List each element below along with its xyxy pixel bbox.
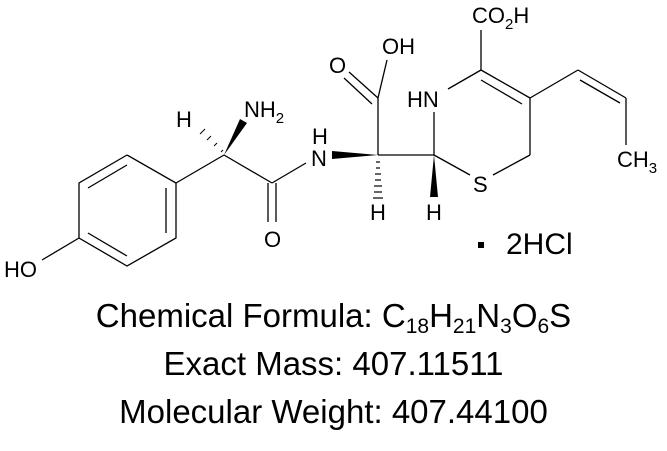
salt-text: 2HCl xyxy=(506,228,573,261)
formula-count: 3 xyxy=(500,315,512,338)
wedge-bond-n-calpha xyxy=(332,151,378,159)
bond-c5-c4-1 xyxy=(480,69,531,99)
bond-c1-amide xyxy=(223,154,273,184)
exact-mass-value: 407.11511 xyxy=(352,345,504,382)
molecular-weight: Molecular Weight: 407.44100 xyxy=(0,392,667,432)
atom-h-alpha2: H xyxy=(370,200,386,225)
bond-acid-o-2 xyxy=(343,77,373,105)
bond-s-ch2 xyxy=(492,154,531,176)
formula-el: S xyxy=(549,297,572,334)
atom-acid-oh: OH xyxy=(382,34,415,59)
formula-count: 21 xyxy=(452,315,477,338)
atom-h-alpha1: H xyxy=(176,107,192,132)
hashed-bond-h2 xyxy=(373,161,383,199)
wedge-bond-h-ring xyxy=(430,155,438,197)
atom-ring-s: S xyxy=(473,172,488,197)
mw-value: 407.44100 xyxy=(391,393,548,430)
atom-ho: HO xyxy=(4,257,37,282)
atom-ch3: CH3 xyxy=(617,147,657,177)
atom-nh2: NH2 xyxy=(244,97,284,127)
formula-el: N xyxy=(476,297,501,334)
atom-co2h: CO2H xyxy=(472,3,529,33)
bond-vinyl-double-1 xyxy=(577,69,627,99)
mw-label: Molecular Weight: xyxy=(119,393,392,430)
formula-count: 18 xyxy=(405,315,430,338)
wedge-bond-nh2 xyxy=(224,119,247,155)
bond-c5-c4-2 xyxy=(480,79,523,105)
atom-amide-n: N xyxy=(311,146,327,171)
atom-h-ring: H xyxy=(426,200,442,225)
formula-label: Chemical Formula: xyxy=(95,297,382,334)
hashed-bond-h1 xyxy=(199,128,224,153)
bond-ho xyxy=(41,237,80,261)
atom-ring-nh: HN xyxy=(407,87,439,112)
formula-el: C xyxy=(381,297,406,334)
bond-acid-oh xyxy=(377,59,388,99)
bond-c4-nh xyxy=(447,69,482,90)
bond-c5-vinyl xyxy=(529,69,579,99)
atom-acid-o: O xyxy=(329,53,346,78)
exact-mass: Exact Mass: 407.11511 xyxy=(0,344,667,384)
bond-acid-o-1 xyxy=(348,71,379,99)
exact-mass-label: Exact Mass: xyxy=(163,345,353,382)
chemical-structure: HO H NH2 O H N H O OH H xyxy=(4,3,657,282)
formula-el: O xyxy=(511,297,538,334)
bond-vinyl-double-2 xyxy=(579,79,621,104)
benzene-ring xyxy=(78,154,177,267)
salt-dot xyxy=(478,242,484,248)
salt-annotation: 2HCl xyxy=(478,228,573,262)
formula-el: H xyxy=(429,297,453,334)
atom-amide-n-h: H xyxy=(312,124,328,149)
chemical-formula: Chemical Formula: C18H21N3O6S xyxy=(0,296,667,338)
bond-amide-n xyxy=(271,162,307,184)
atom-amide-o: O xyxy=(264,227,281,252)
formula-count: 6 xyxy=(537,315,550,338)
bond-ring-c1 xyxy=(175,154,225,184)
bond-c2-s xyxy=(433,154,471,176)
